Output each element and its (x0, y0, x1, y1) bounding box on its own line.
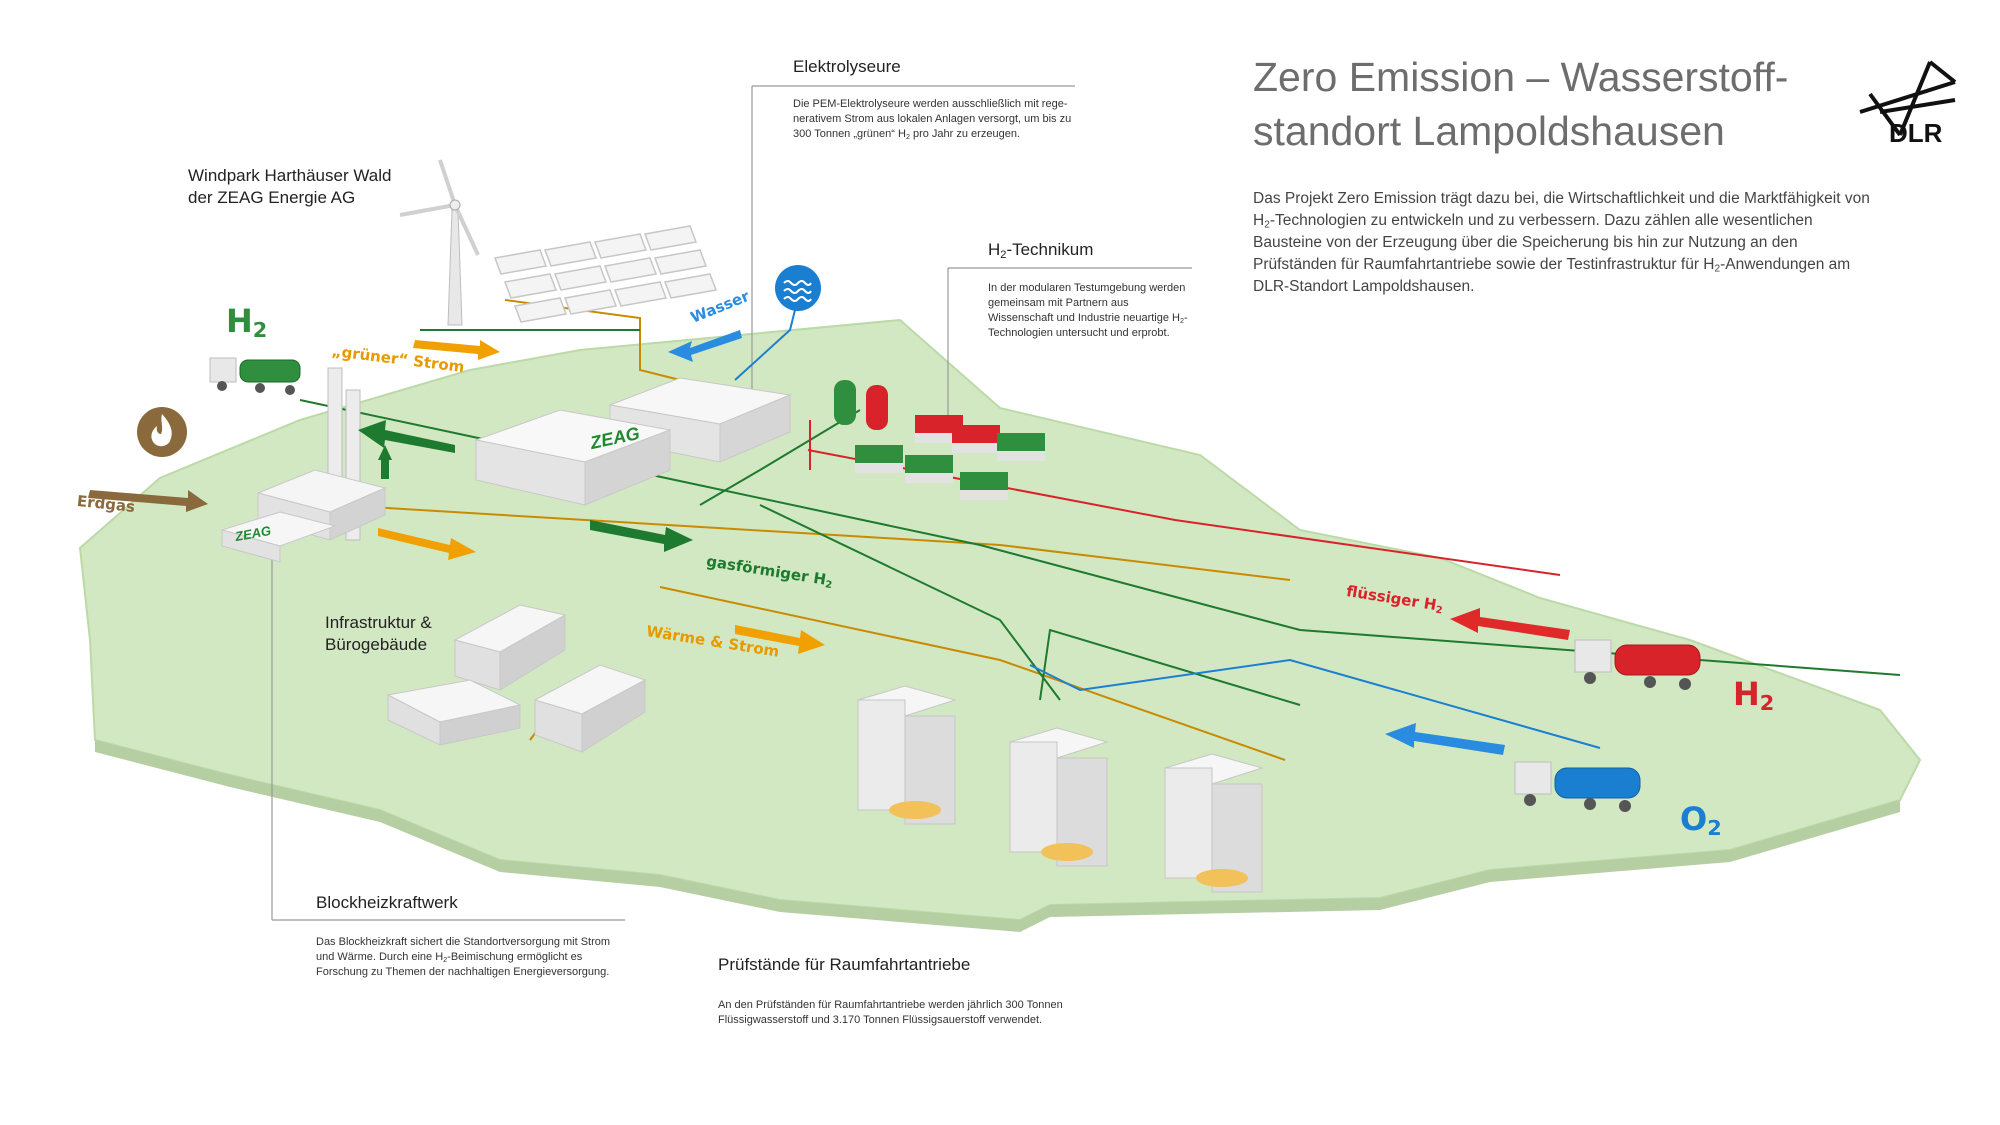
erdgas-arrow (88, 490, 208, 512)
elektrolyseure-title: Elektrolyseure (793, 57, 901, 76)
infrastruktur-line-1: Infrastruktur & (325, 613, 432, 632)
intro-text: Das Projekt Zero Emission trägt dazu bei… (1253, 190, 1870, 295)
gas-h2-arrow-left (358, 420, 455, 453)
bhkw-title: Blockheizkraftwerk (316, 893, 458, 912)
o2-arrow (1385, 723, 1505, 755)
h2-green-label: H2 (226, 302, 268, 343)
h2-truck-green (209, 357, 301, 395)
h2-red-label: H2 (1733, 675, 1775, 716)
title-line-2: standort Lampoldshausen (1253, 108, 1725, 154)
bhkw-text: Das Blockheizkraft sichert die Standortv… (316, 936, 611, 978)
o2-label: O2 (1680, 800, 1722, 841)
red-tank (866, 385, 888, 430)
power-plant (220, 367, 387, 563)
lh2-truck-red (1574, 639, 1701, 690)
technikum-containers (855, 415, 1045, 500)
test-stands (856, 685, 1264, 893)
gas-h2-arrow-right (590, 520, 693, 552)
waerme-strom-arrow (735, 625, 825, 654)
pruefstaende-text: An den Prüfständen für Raumfahrtantriebe… (718, 999, 1063, 1026)
technikum-title: H2-Technikum (988, 240, 1094, 261)
gruener-strom-arrow (413, 340, 500, 360)
wasser-arrow (668, 330, 742, 362)
infrastruktur-label: Infrastruktur & Bürogebäude (325, 612, 432, 656)
water-icon (775, 265, 821, 311)
elektrolyseure-text: Die PEM-Elektrolyseure werden ausschließ… (793, 98, 1072, 141)
zeag-building (474, 409, 672, 506)
dlr-logo-text: DLR (1889, 118, 1943, 148)
page-title: Zero Emission – Wasserstoff- standort La… (1253, 50, 1813, 158)
flame-icon (137, 407, 187, 457)
fluessig-h2-arrow (1450, 608, 1570, 640)
pruefstaende-title: Prüfstände für Raumfahrtantriebe (718, 955, 971, 974)
solar-panels (493, 225, 718, 323)
windpark-line-1: Windpark Harthäuser Wald (188, 166, 392, 185)
infrastruktur-line-2: Bürogebäude (325, 635, 428, 654)
windpark-label: Windpark Harthäuser Wald der ZEAG Energi… (188, 165, 391, 209)
office-buildings (386, 604, 647, 753)
waerme-arrow (378, 528, 476, 560)
title-line-1: Zero Emission – Wasserstoff- (1253, 54, 1789, 100)
wind-turbine (399, 159, 480, 326)
technikum-text: In der modularen Testumgebung werden gem… (988, 282, 1188, 339)
lox-truck-blue (1514, 761, 1641, 812)
dlr-logo-mark (1859, 60, 1957, 137)
green-tank (834, 380, 856, 425)
windpark-line-2: der ZEAG Energie AG (188, 188, 356, 207)
